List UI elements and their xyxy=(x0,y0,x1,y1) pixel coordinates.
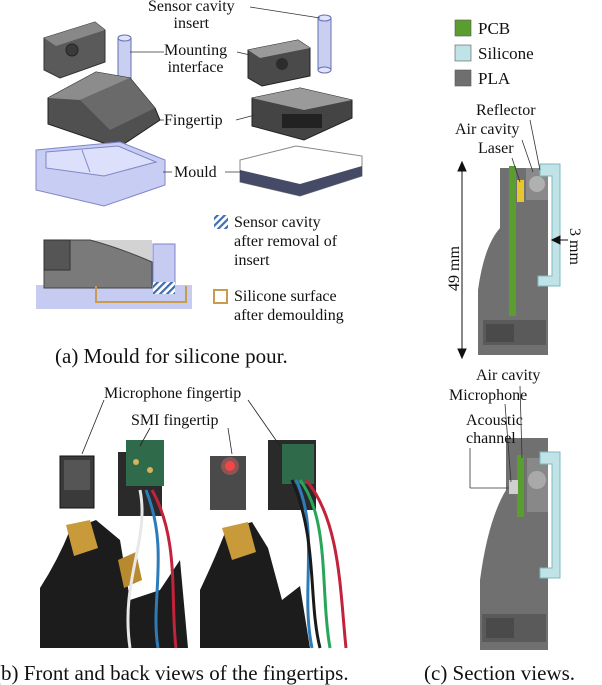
label-microphone-fingertip: Microphone fingertip xyxy=(104,385,242,402)
panel-c-bottom-leaders xyxy=(469,385,523,489)
label-reflector: Reflector xyxy=(476,102,536,119)
legend-swatch-pcb xyxy=(454,19,472,37)
legend-label-pla: PLA xyxy=(478,69,511,88)
legend-silicone-surface-swatch xyxy=(213,289,228,304)
panel-b-leaders xyxy=(81,399,281,455)
mould-tray-left xyxy=(35,141,166,207)
label-microphone: Microphone xyxy=(449,387,528,404)
dimension-lines-top xyxy=(457,160,568,360)
legend-hatch-swatch xyxy=(214,215,228,229)
label-smi-fingertip: SMI fingertip xyxy=(131,412,219,429)
caption-b: (b) Front and back views of the fingerti… xyxy=(0,661,349,685)
label-sensor-cavity-insert: Sensor cavity insert xyxy=(148,0,235,32)
mounting-interface-block xyxy=(247,39,311,87)
insert-block-left xyxy=(43,21,106,79)
label-mounting-interface: Mounting interface xyxy=(164,42,228,76)
panel-c-top-leaders xyxy=(511,119,541,183)
mould-silicone-block-right xyxy=(239,145,363,197)
caption-c: (c) Section views. xyxy=(424,661,576,685)
label-mould: Mould xyxy=(174,164,217,181)
label-dim-49mm: 49 mm xyxy=(445,246,463,291)
legend-swatch-pla xyxy=(454,69,472,87)
label-acoustic-channel: Acoustic channel xyxy=(466,412,523,447)
sensor-insert-cylinder-right xyxy=(317,14,332,74)
label-air-cavity-top: Air cavity xyxy=(455,121,520,138)
fingertips-photo xyxy=(40,440,388,649)
panel-a-leaders xyxy=(130,6,321,173)
label-dim-3mm: 3 mm xyxy=(565,228,583,265)
section-view-bottom xyxy=(480,438,561,650)
legend-label-silicone: Silicone xyxy=(478,44,534,63)
legend-label-pcb: PCB xyxy=(478,19,511,38)
fingertip-body-left xyxy=(47,71,161,149)
label-fingertip: Fingertip xyxy=(164,112,223,129)
fingertip-body-right xyxy=(251,87,353,141)
label-silicone-surface: Silicone surface after demoulding xyxy=(234,288,344,324)
label-air-cavity-bottom: Air cavity xyxy=(476,367,541,384)
label-sensor-cavity-removal: Sensor cavity after removal of insert xyxy=(234,214,338,269)
section-view-top xyxy=(478,163,561,355)
cross-section-mould xyxy=(36,239,192,309)
legend-swatch-silicone xyxy=(454,44,472,62)
label-laser: Laser xyxy=(478,140,514,157)
caption-a: (a) Mould for silicone pour. xyxy=(55,344,288,368)
